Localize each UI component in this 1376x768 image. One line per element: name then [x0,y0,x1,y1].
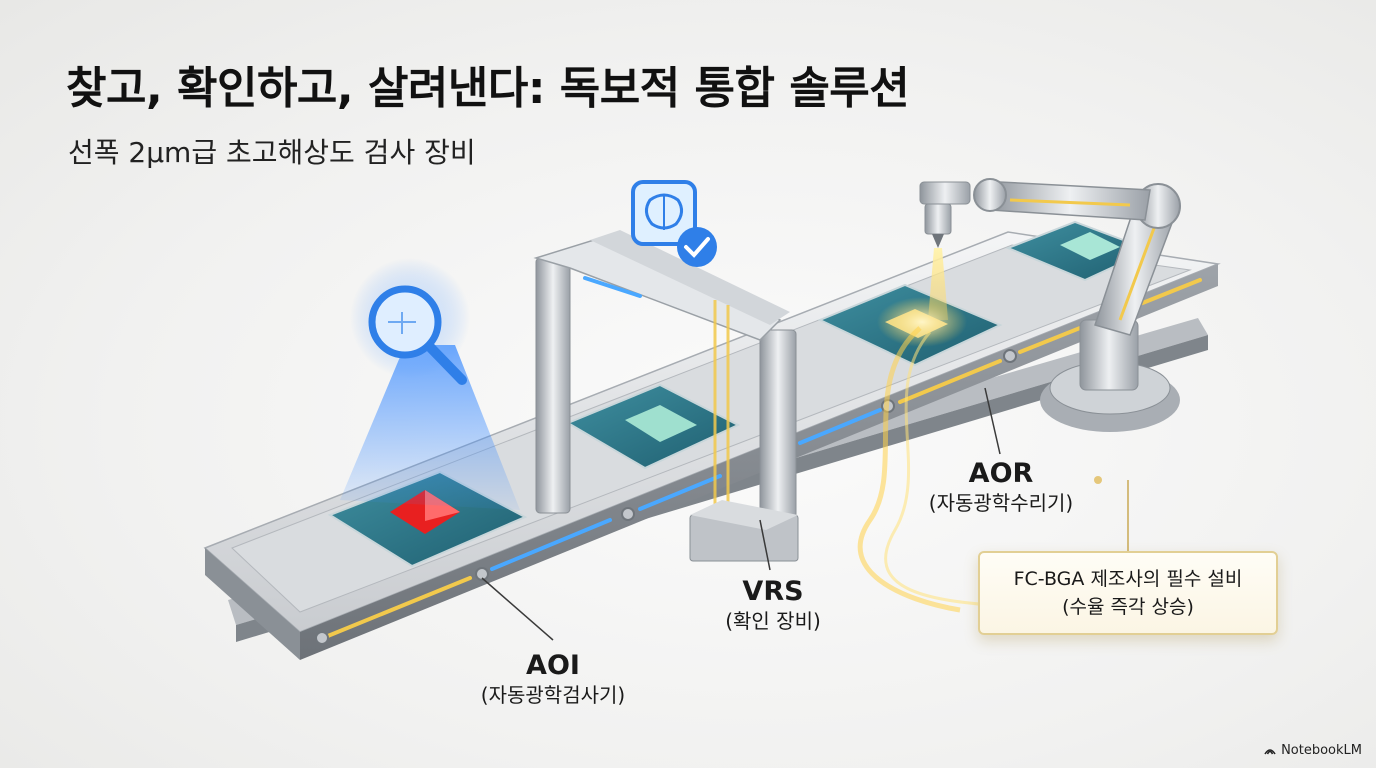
notebooklm-logo-icon [1264,749,1276,755]
vrs-gate [533,180,799,562]
station-name: AOR [968,458,1034,489]
station-name: VRS [742,576,804,607]
station-name: AOI [526,650,580,681]
leader-lines [481,387,1129,641]
station-vrs-label: VRS (확인 장비) [708,576,838,634]
aor-robot-arm [857,178,1181,613]
callout-line: (수율 즉각 상승) [1062,596,1194,618]
station-aoi-label: AOI (자동광학검사기) [468,650,638,708]
station-desc: (자동광학검사기) [480,683,626,707]
aoi-scanner [340,258,520,510]
magnifier-icon [368,285,467,385]
brain-chip-check-icon [631,180,717,267]
brand-watermark: NotebookLM [1264,743,1362,758]
pcb-board [565,383,741,470]
callout-line: FC-BGA 제조사의 필수 설비 [1013,568,1243,590]
callout-box: FC-BGA 제조사의 필수 설비 (수율 즉각 상승) [978,551,1278,635]
page-title: 찾고, 확인하고, 살려낸다: 독보적 통합 솔루션 [66,63,910,114]
station-aor-label: AOR (자동광학수리기) [916,458,1086,516]
brand-label: NotebookLM [1281,743,1362,758]
page-subtitle: 선폭 2μm급 초고해상도 검사 장비 [68,136,476,169]
station-desc: (자동광학수리기) [928,491,1074,515]
station-desc: (확인 장비) [725,609,821,633]
